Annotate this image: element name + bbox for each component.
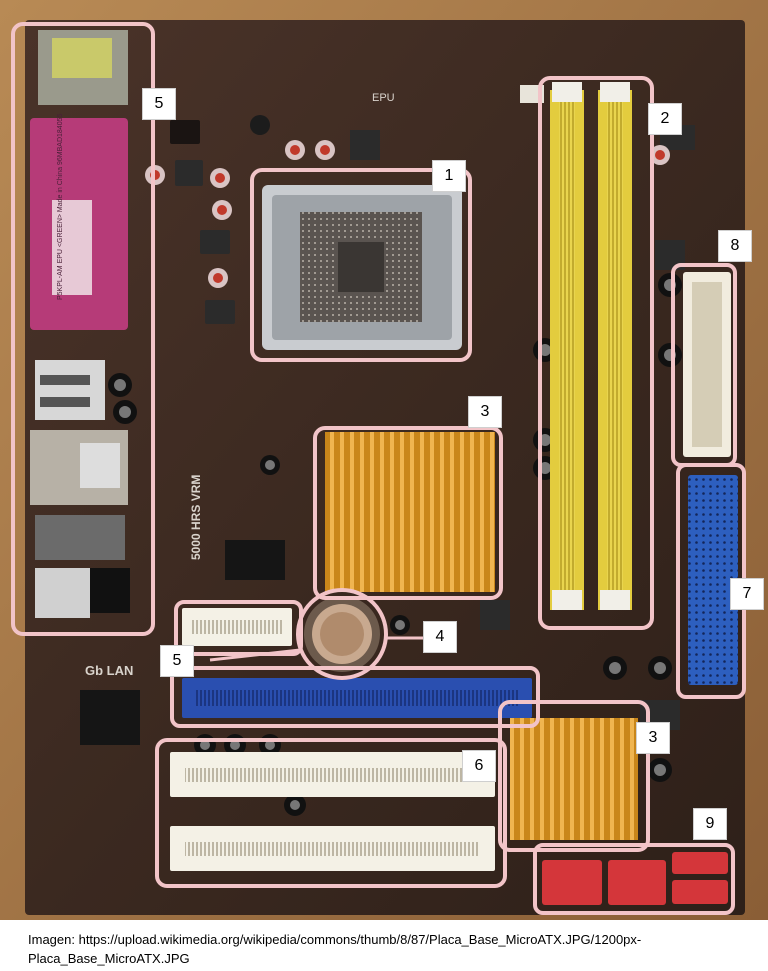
pci-slots [170, 752, 495, 871]
label-atx-power: 8 [718, 230, 752, 262]
outline-pcie-x16 [170, 666, 540, 728]
image-source-caption: Imagen: https://upload.wikimedia.org/wik… [28, 932, 642, 966]
label-ram-slots: 2 [648, 103, 682, 135]
cpu-socket [262, 185, 462, 362]
label-cpu-socket: 1 [432, 160, 466, 192]
label-northbridge: 3 [468, 396, 502, 428]
outline-southbridge [498, 700, 650, 852]
rear-io-panel [30, 30, 130, 618]
label-pci-slots: 6 [462, 750, 496, 782]
outline-northbridge [313, 426, 503, 600]
outline-cmos-battery [296, 588, 388, 680]
label-rear-io: 5 [142, 88, 176, 120]
highlight-outlines [11, 22, 746, 915]
ide-connector [688, 475, 738, 685]
outline-sata [533, 843, 735, 915]
label-cmos-battery: 4 [423, 621, 457, 653]
lan-text: Gb LAN [85, 663, 133, 678]
atx-power-connector [683, 272, 731, 457]
label-southbridge: 3 [636, 722, 670, 754]
pcie-x1-slot [182, 608, 292, 646]
label-ide: 7 [730, 578, 764, 610]
ram-slots [550, 82, 632, 610]
label-sata: 9 [693, 808, 727, 840]
vrm-text: 5000 HRS VRM [189, 475, 203, 560]
northbridge-heatsink [325, 432, 495, 592]
outline-pcie-x1 [174, 600, 303, 656]
cmos-battery [304, 596, 380, 672]
parallel-sticker-text: P5KPL-AM EPU <GREEN> Made in China 96MBA… [57, 114, 64, 300]
pcie-x16-slot [182, 678, 532, 718]
outline-cpu-socket [250, 168, 472, 362]
sata-ports [542, 852, 728, 905]
outline-rear-io [11, 22, 155, 636]
pcie-x1-callout-line [209, 648, 301, 662]
motherboard-photo: EPU 5000 HRS VRM Gb LAN P5KPL-AM EPU <GR… [0, 0, 768, 920]
outline-pci-slots [155, 738, 507, 888]
label-pcie-x1: 5 [160, 645, 194, 677]
outline-ram-slots [538, 76, 654, 630]
epu-text: EPU [372, 92, 395, 104]
southbridge-heatsink [510, 718, 638, 840]
